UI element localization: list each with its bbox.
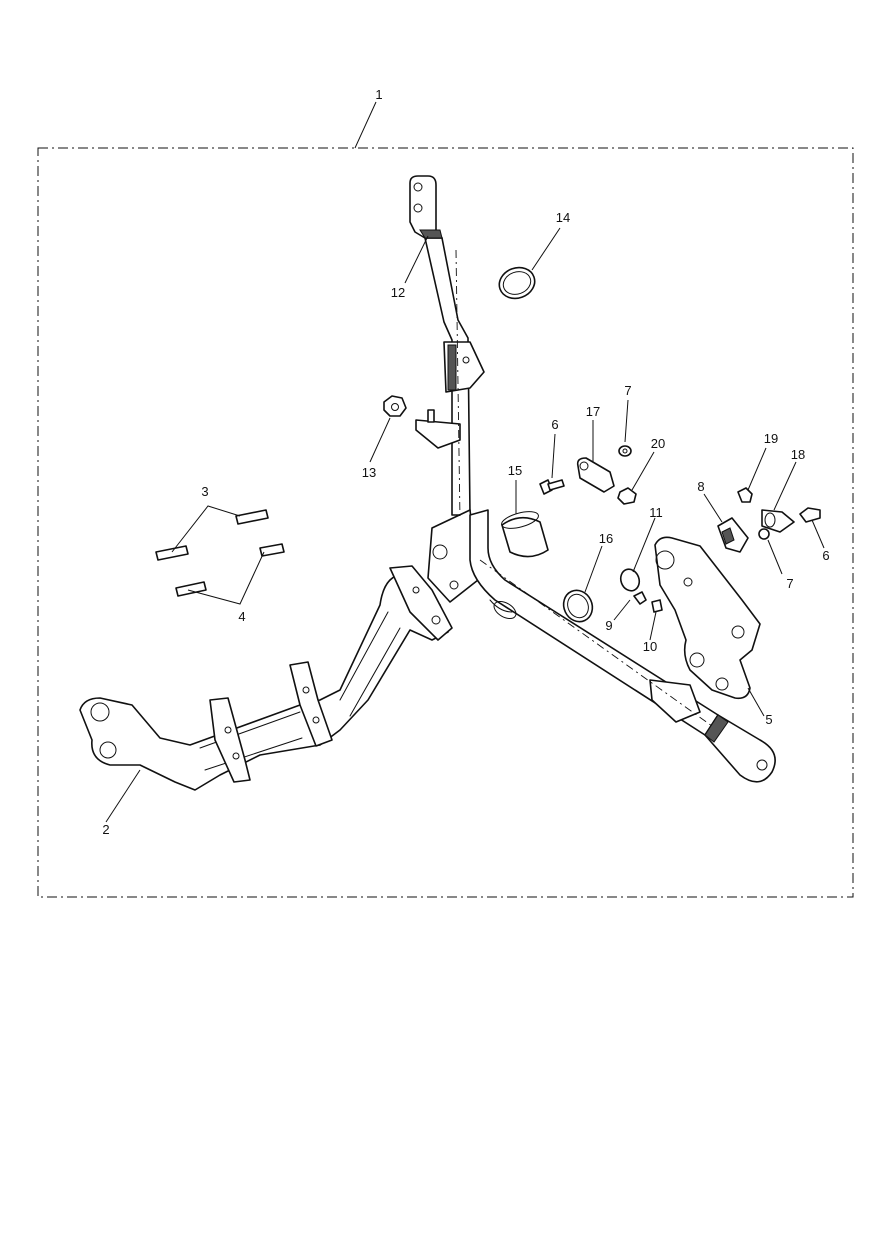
callout-17: 17 xyxy=(586,404,600,419)
callout-labels: 1 12 14 13 15 16 6 17 7 20 11 9 10 8 19 … xyxy=(102,87,829,837)
callout-19: 19 xyxy=(764,431,778,446)
callout-11: 11 xyxy=(649,505,663,520)
hardware xyxy=(155,266,821,623)
callout-9: 9 xyxy=(605,618,612,633)
callout-16: 16 xyxy=(599,531,613,546)
callout-12: 12 xyxy=(391,285,405,300)
leader-lines xyxy=(105,101,825,823)
callout-1: 1 xyxy=(375,87,382,102)
side-plate xyxy=(654,536,761,700)
callout-14: 14 xyxy=(556,210,570,225)
callout-5: 5 xyxy=(765,712,772,727)
callout-13: 13 xyxy=(362,465,376,480)
callout-20: 20 xyxy=(651,436,665,451)
callout-6-right: 6 xyxy=(822,548,829,563)
main-frame xyxy=(409,175,776,783)
callout-7-top: 7 xyxy=(624,383,631,398)
callout-4: 4 xyxy=(238,609,245,624)
callout-3: 3 xyxy=(201,484,208,499)
callout-6-left: 6 xyxy=(551,417,558,432)
callout-15: 15 xyxy=(508,463,522,478)
callout-2: 2 xyxy=(102,822,109,837)
callout-8: 8 xyxy=(697,479,704,494)
front-bracket-assembly xyxy=(79,565,453,791)
kit-boundary xyxy=(37,147,854,898)
callout-10: 10 xyxy=(643,639,657,654)
callout-18: 18 xyxy=(791,447,805,462)
callout-7-right: 7 xyxy=(786,576,793,591)
